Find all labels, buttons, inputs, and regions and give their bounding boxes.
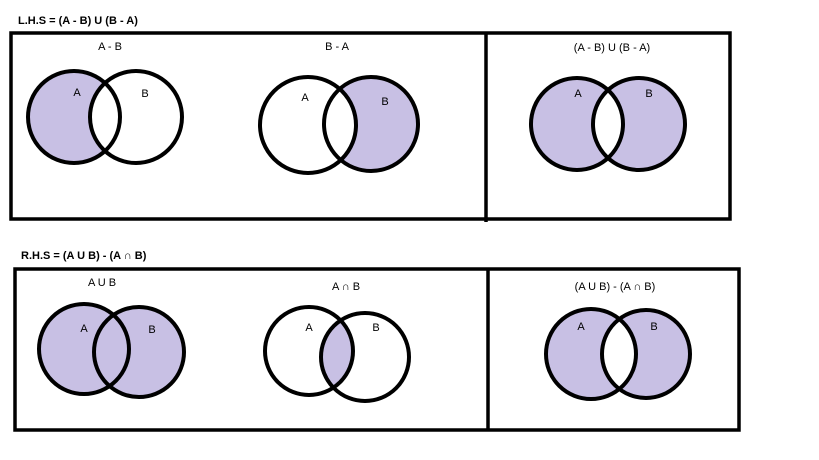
lhs-heading: L.H.S = (A - B) U (B - A) — [18, 15, 138, 27]
set-a-label: A — [574, 88, 582, 100]
circle-b — [88, 69, 184, 165]
venn-intersection: A ∩ B A B — [263, 281, 411, 403]
circle-b — [92, 305, 186, 399]
set-b-label: B — [381, 96, 388, 108]
set-b-region — [94, 307, 184, 397]
venn-a-minus-b: A - B A B — [26, 41, 184, 165]
venn-union: A U B A B — [37, 277, 186, 399]
set-b-label: B — [372, 322, 379, 334]
circle-a — [529, 76, 625, 172]
circle-b — [591, 76, 687, 172]
venn-symmetric-difference-rhs: (A U B) - (A ∩ B) A B — [544, 281, 692, 401]
set-a-label: A — [301, 92, 309, 104]
intersection-region — [602, 310, 636, 398]
venn-b-minus-a: B - A A B — [258, 41, 420, 175]
set-a-label: A — [73, 87, 81, 99]
venn-caption: (A U B) - (A ∩ B) — [575, 281, 656, 293]
circle-b — [600, 308, 692, 400]
rhs-heading: R.H.S = (A U B) - (A ∩ B) — [21, 250, 147, 262]
venn-caption: A U B — [88, 277, 116, 289]
venn-symmetric-difference-lhs: (A - B) U (B - A) A B — [529, 42, 687, 172]
set-b-label: B — [650, 321, 657, 333]
lhs-frame — [9, 31, 732, 221]
circle-b — [319, 311, 411, 403]
circle-b — [322, 75, 420, 173]
circle-a — [258, 75, 358, 175]
circle-a — [544, 307, 638, 401]
set-b-label: B — [148, 324, 155, 336]
circle-a — [26, 69, 122, 165]
venn-caption: B - A — [325, 41, 350, 53]
set-b-label: B — [645, 88, 652, 100]
set-b-label: B — [141, 88, 148, 100]
venn-caption: A - B — [98, 41, 122, 53]
venn-caption: A ∩ B — [332, 281, 360, 293]
set-a-label: A — [577, 321, 585, 333]
circle-a — [263, 305, 355, 397]
set-a-label: A — [80, 323, 88, 335]
venn-caption: (A - B) U (B - A) — [574, 42, 650, 54]
circle-a — [37, 302, 131, 396]
rhs-frame — [13, 267, 741, 432]
set-a-label: A — [305, 322, 313, 334]
